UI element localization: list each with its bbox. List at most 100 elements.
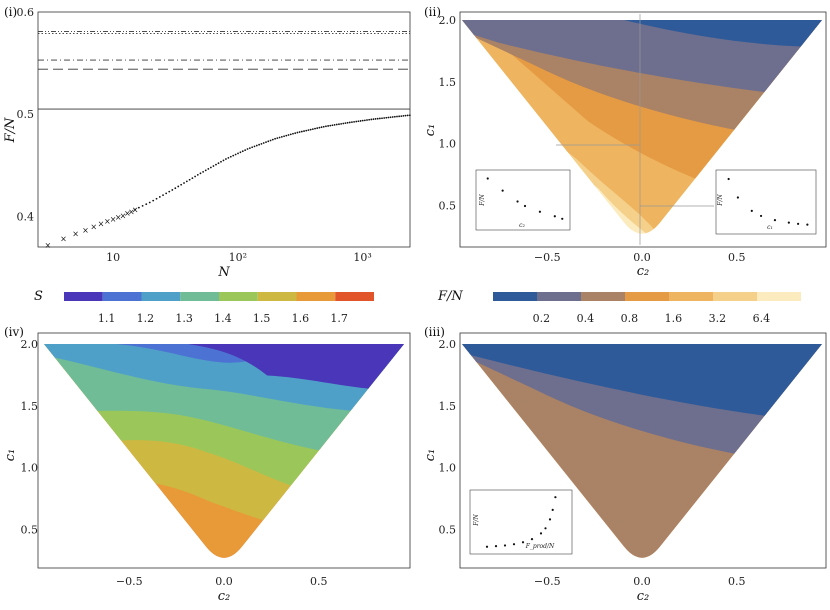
data-point bbox=[389, 116, 392, 119]
colorbar-swatch bbox=[64, 292, 103, 301]
y-ticks: 0.5 1.0 1.5 2.0 bbox=[439, 338, 457, 536]
x-ticks: −0.5 0.0 0.5 bbox=[534, 251, 746, 264]
inset-frame bbox=[475, 169, 571, 231]
data-points: ××××××××××××× bbox=[45, 114, 411, 250]
inset-point bbox=[554, 496, 557, 499]
y-tick-label: 0.5 bbox=[439, 523, 457, 536]
data-point bbox=[155, 197, 158, 200]
colorbar-tick: 1.4 bbox=[214, 312, 232, 325]
x-axis-label: c₂ bbox=[637, 589, 650, 604]
inset-point bbox=[750, 209, 753, 213]
colorbar-swatch bbox=[669, 292, 713, 301]
panel-label-i: (i) bbox=[4, 5, 17, 19]
plot-frame-iv bbox=[37, 332, 411, 569]
data-point bbox=[292, 132, 294, 135]
y-axis-label: c₁ bbox=[3, 449, 18, 462]
data-point bbox=[314, 127, 316, 130]
data-point bbox=[232, 154, 235, 157]
y-axis-label: F/N bbox=[3, 117, 18, 143]
colorbar-fn: F/N 0.2 0.4 0.8 1.6 3.2 6.4 bbox=[437, 289, 801, 325]
panel-label-ii: (ii) bbox=[424, 5, 441, 19]
data-point: × bbox=[124, 209, 131, 218]
data-point bbox=[196, 174, 199, 176]
data-point bbox=[185, 180, 188, 183]
data-point bbox=[298, 131, 301, 133]
data-point: × bbox=[82, 226, 89, 235]
data-point bbox=[188, 178, 191, 181]
data-point: × bbox=[60, 235, 67, 244]
data-point bbox=[322, 125, 325, 128]
colorbar-swatch bbox=[257, 292, 297, 301]
x-axis-label: N bbox=[217, 265, 230, 280]
x-ticks: 10 10² 10³ bbox=[106, 251, 372, 264]
data-point bbox=[239, 151, 242, 154]
region-lowest bbox=[462, 344, 822, 423]
colorbar-tick: 1.7 bbox=[330, 312, 348, 325]
data-point bbox=[404, 114, 407, 117]
inset-point bbox=[516, 200, 519, 203]
data-point bbox=[309, 128, 312, 131]
data-point bbox=[368, 118, 371, 121]
colorbar-swatch bbox=[141, 292, 181, 301]
data-point bbox=[209, 166, 212, 169]
colorbar-swatch bbox=[493, 292, 537, 301]
data-point bbox=[387, 116, 390, 119]
data-point bbox=[234, 153, 237, 156]
data-point bbox=[378, 117, 381, 120]
data-point bbox=[269, 139, 272, 142]
plot-frame-iii bbox=[459, 332, 827, 569]
x-tick-label: 0.0 bbox=[633, 575, 651, 588]
data-point bbox=[361, 119, 364, 122]
colorbar-tick: 0.8 bbox=[621, 312, 639, 325]
colorbar-label: S bbox=[34, 289, 43, 304]
data-point bbox=[335, 123, 338, 126]
data-point bbox=[348, 121, 351, 124]
y-tick-label: 1.5 bbox=[439, 400, 457, 413]
inset-point bbox=[486, 177, 489, 180]
data-point bbox=[391, 116, 394, 118]
data-point bbox=[225, 158, 227, 160]
data-point bbox=[262, 142, 265, 144]
inset-point bbox=[539, 532, 543, 535]
y-tick-label: 1.5 bbox=[21, 400, 39, 413]
plot-frame-ii bbox=[459, 11, 827, 248]
inset-y-label: F/N bbox=[717, 194, 724, 207]
data-point bbox=[253, 145, 256, 148]
data-point bbox=[148, 201, 151, 204]
colorbar-ticks: 1.1 1.2 1.3 1.4 1.5 1.6 1.7 bbox=[98, 312, 348, 325]
data-point bbox=[305, 129, 308, 132]
x-tick-label: 0.5 bbox=[310, 575, 328, 588]
data-point bbox=[207, 168, 210, 170]
y-tick-label: 0.5 bbox=[17, 108, 35, 121]
data-point bbox=[180, 183, 183, 186]
data-point bbox=[246, 148, 249, 150]
data-point bbox=[370, 118, 373, 121]
y-tick-label: 2.0 bbox=[21, 338, 39, 351]
data-point bbox=[137, 206, 140, 209]
y-axis-label: c₁ bbox=[423, 124, 438, 137]
x-tick-label: 0.0 bbox=[633, 251, 651, 264]
data-point bbox=[202, 170, 205, 173]
x-tick-label: 10³ bbox=[353, 251, 371, 264]
x-ticks: −0.5 0.0 0.5 bbox=[534, 575, 746, 588]
data-point bbox=[351, 121, 353, 124]
inset-point bbox=[503, 544, 507, 547]
y-tick-label: 2.0 bbox=[439, 14, 457, 27]
data-point bbox=[320, 126, 323, 129]
colorbar-s: S 1.1 1.2 1.3 1.4 1.5 1.6 1.7 bbox=[34, 289, 374, 325]
x-tick-label: −0.5 bbox=[534, 575, 561, 588]
x-tick-label: 0.5 bbox=[728, 575, 746, 588]
data-point bbox=[280, 135, 283, 138]
inset-points bbox=[727, 177, 809, 226]
inset-frame bbox=[715, 169, 817, 235]
inset-point bbox=[797, 222, 800, 225]
colorbar-tick: 1.3 bbox=[175, 312, 193, 325]
data-point bbox=[177, 185, 180, 188]
data-point bbox=[406, 114, 409, 117]
colorbar-tick: 1.6 bbox=[292, 312, 310, 325]
panel-iii: (iii) −0.5 0.0 0.5 0.5 1.0 1.5 2.0 c₂ c₁ bbox=[423, 325, 827, 604]
colorbar-tick: 1.5 bbox=[253, 312, 271, 325]
colorbar-tick: 0.2 bbox=[533, 312, 551, 325]
data-point bbox=[227, 157, 230, 159]
data-point bbox=[251, 146, 254, 149]
